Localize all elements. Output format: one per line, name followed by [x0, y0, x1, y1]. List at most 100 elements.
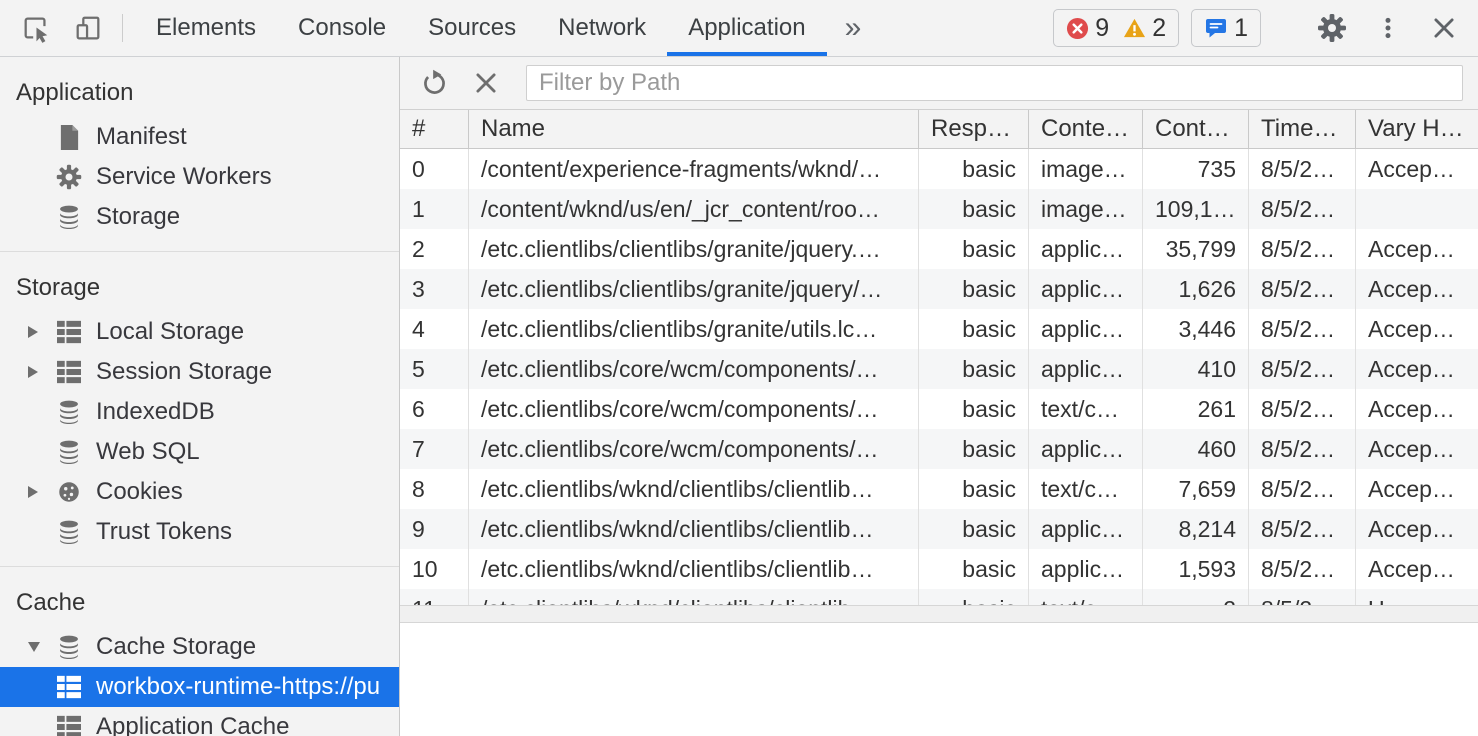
table-row[interactable]: 11 /etc.clientlibs/wknd/clientlibs/clien…	[400, 589, 1478, 605]
tab-network[interactable]: Network	[537, 0, 667, 56]
column-header-content-type[interactable]: Conte…	[1028, 110, 1142, 148]
cell-response-type: basic	[918, 149, 1028, 189]
cell-content-length: 35,799	[1142, 229, 1248, 269]
cell-name: /etc.clientlibs/core/wcm/components/…	[468, 349, 918, 389]
cookie-icon	[54, 479, 84, 505]
cache-table-header: # Name Respo… Conte… Conte… Time … Vary …	[400, 110, 1478, 149]
sidebar-item-cookies[interactable]: Cookies	[0, 472, 399, 512]
horizontal-scrollbar[interactable]	[400, 605, 1478, 623]
database-icon	[54, 634, 84, 660]
column-header-index[interactable]: #	[400, 110, 468, 148]
sidebar-item-application-cache[interactable]: Application Cache	[0, 707, 399, 736]
column-header-content-length[interactable]: Conte…	[1142, 110, 1248, 148]
cache-entry-preview-pane	[400, 623, 1478, 736]
sidebar-item-workbox-runtime-cache[interactable]: workbox-runtime-https://pu	[0, 667, 399, 707]
sidebar-item-web-sql[interactable]: Web SQL	[0, 432, 399, 472]
cell-index: 9	[400, 509, 468, 549]
table-row[interactable]: 6 /etc.clientlibs/core/wcm/components/… …	[400, 389, 1478, 429]
table-row[interactable]: 2 /etc.clientlibs/clientlibs/granite/jqu…	[400, 229, 1478, 269]
cell-response-type: basic	[918, 469, 1028, 509]
cache-storage-panel: # Name Respo… Conte… Conte… Time … Vary …	[400, 57, 1478, 736]
cell-content-length: 735	[1142, 149, 1248, 189]
tab-application[interactable]: Application	[667, 0, 826, 56]
tab-console[interactable]: Console	[277, 0, 407, 56]
message-badge[interactable]: 1	[1204, 14, 1248, 43]
cell-content-length: 8,214	[1142, 509, 1248, 549]
cell-content-type: image…	[1028, 149, 1142, 189]
delete-selected-icon[interactable]	[464, 61, 508, 105]
messages-badge-group[interactable]: 1	[1191, 9, 1261, 47]
column-header-vary-header[interactable]: Vary H…	[1355, 110, 1478, 148]
column-header-time-cached[interactable]: Time …	[1248, 110, 1355, 148]
cell-index: 8	[400, 469, 468, 509]
gear-icon	[54, 163, 84, 191]
cell-name: /etc.clientlibs/clientlibs/granite/jquer…	[468, 229, 918, 269]
cache-table-rows: 0 /content/experience-fragments/wknd/… b…	[400, 149, 1478, 605]
chevron-down-icon[interactable]	[28, 642, 54, 652]
sidebar-item-cache-storage[interactable]: Cache Storage	[0, 627, 399, 667]
sidebar-item-label: Trust Tokens	[96, 518, 232, 546]
cell-index: 5	[400, 349, 468, 389]
chevron-right-icon[interactable]	[28, 486, 54, 498]
tab-elements[interactable]: Elements	[135, 0, 277, 56]
cell-vary-header: Accep…	[1355, 389, 1478, 429]
filter-by-path-input[interactable]	[526, 65, 1463, 101]
issues-badge-group[interactable]: 9 2	[1053, 9, 1179, 47]
refresh-icon[interactable]	[412, 61, 456, 105]
table-icon	[54, 715, 84, 736]
devtools-tabs: Elements Console Sources Network Applica…	[135, 0, 879, 56]
sidebar-item-session-storage[interactable]: Session Storage	[0, 352, 399, 392]
cell-time-cached: 8/5/20…	[1248, 389, 1355, 429]
table-row[interactable]: 7 /etc.clientlibs/core/wcm/components/… …	[400, 429, 1478, 469]
sidebar-section-application: Application Manifest	[0, 57, 399, 252]
column-header-response-type[interactable]: Respo…	[918, 110, 1028, 148]
tab-sources[interactable]: Sources	[407, 0, 537, 56]
sidebar-item-indexeddb[interactable]: IndexedDB	[0, 392, 399, 432]
table-row[interactable]: 10 /etc.clientlibs/wknd/clientlibs/clien…	[400, 549, 1478, 589]
error-count: 9	[1095, 14, 1109, 43]
sidebar-item-label: Cache Storage	[96, 633, 256, 661]
cache-filter-toolbar	[400, 57, 1478, 110]
kebab-menu-icon[interactable]	[1366, 6, 1410, 50]
sidebar-item-storage[interactable]: Storage	[0, 197, 399, 237]
table-row[interactable]: 4 /etc.clientlibs/clientlibs/granite/uti…	[400, 309, 1478, 349]
sidebar-item-local-storage[interactable]: Local Storage	[0, 312, 399, 352]
cell-response-type: basic	[918, 269, 1028, 309]
table-row[interactable]: 3 /etc.clientlibs/clientlibs/granite/jqu…	[400, 269, 1478, 309]
cell-name: /etc.clientlibs/core/wcm/components/…	[468, 429, 918, 469]
cell-content-type: text/c…	[1028, 469, 1142, 509]
cell-index: 0	[400, 149, 468, 189]
cell-index: 3	[400, 269, 468, 309]
close-devtools-icon[interactable]	[1422, 6, 1466, 50]
table-row[interactable]: 1 /content/wknd/us/en/_jcr_content/roo… …	[400, 189, 1478, 229]
chevron-right-icon[interactable]	[28, 326, 54, 338]
more-tabs-chevron-icon[interactable]: »	[827, 0, 880, 56]
table-row[interactable]: 0 /content/experience-fragments/wknd/… b…	[400, 149, 1478, 189]
cell-content-length: 410	[1142, 349, 1248, 389]
error-badge[interactable]: 9	[1066, 14, 1109, 43]
cell-time-cached: 8/5/20…	[1248, 189, 1355, 229]
cell-content-type: applic…	[1028, 269, 1142, 309]
sidebar-item-service-workers[interactable]: Service Workers	[0, 157, 399, 197]
table-row[interactable]: 9 /etc.clientlibs/wknd/clientlibs/client…	[400, 509, 1478, 549]
cell-content-type: applic…	[1028, 349, 1142, 389]
cell-content-length: 109,170	[1142, 189, 1248, 229]
table-icon	[54, 320, 84, 344]
settings-gear-icon[interactable]	[1310, 6, 1354, 50]
cell-index: 6	[400, 389, 468, 429]
toolbar-right: 9 2 1	[1053, 0, 1478, 56]
device-toolbar-icon[interactable]	[66, 6, 110, 50]
sidebar-item-trust-tokens[interactable]: Trust Tokens	[0, 512, 399, 552]
cell-name: /content/experience-fragments/wknd/…	[468, 149, 918, 189]
cell-response-type: basic	[918, 549, 1028, 589]
warning-badge[interactable]: 2	[1123, 14, 1166, 43]
column-header-name[interactable]: Name	[468, 110, 918, 148]
table-row[interactable]: 8 /etc.clientlibs/wknd/clientlibs/client…	[400, 469, 1478, 509]
table-row[interactable]: 5 /etc.clientlibs/core/wcm/components/… …	[400, 349, 1478, 389]
cell-index: 4	[400, 309, 468, 349]
sidebar-item-label: Session Storage	[96, 358, 272, 386]
chevron-right-icon[interactable]	[28, 366, 54, 378]
inspect-element-icon[interactable]	[14, 6, 58, 50]
cell-content-type: image…	[1028, 189, 1142, 229]
sidebar-item-manifest[interactable]: Manifest	[0, 117, 399, 157]
